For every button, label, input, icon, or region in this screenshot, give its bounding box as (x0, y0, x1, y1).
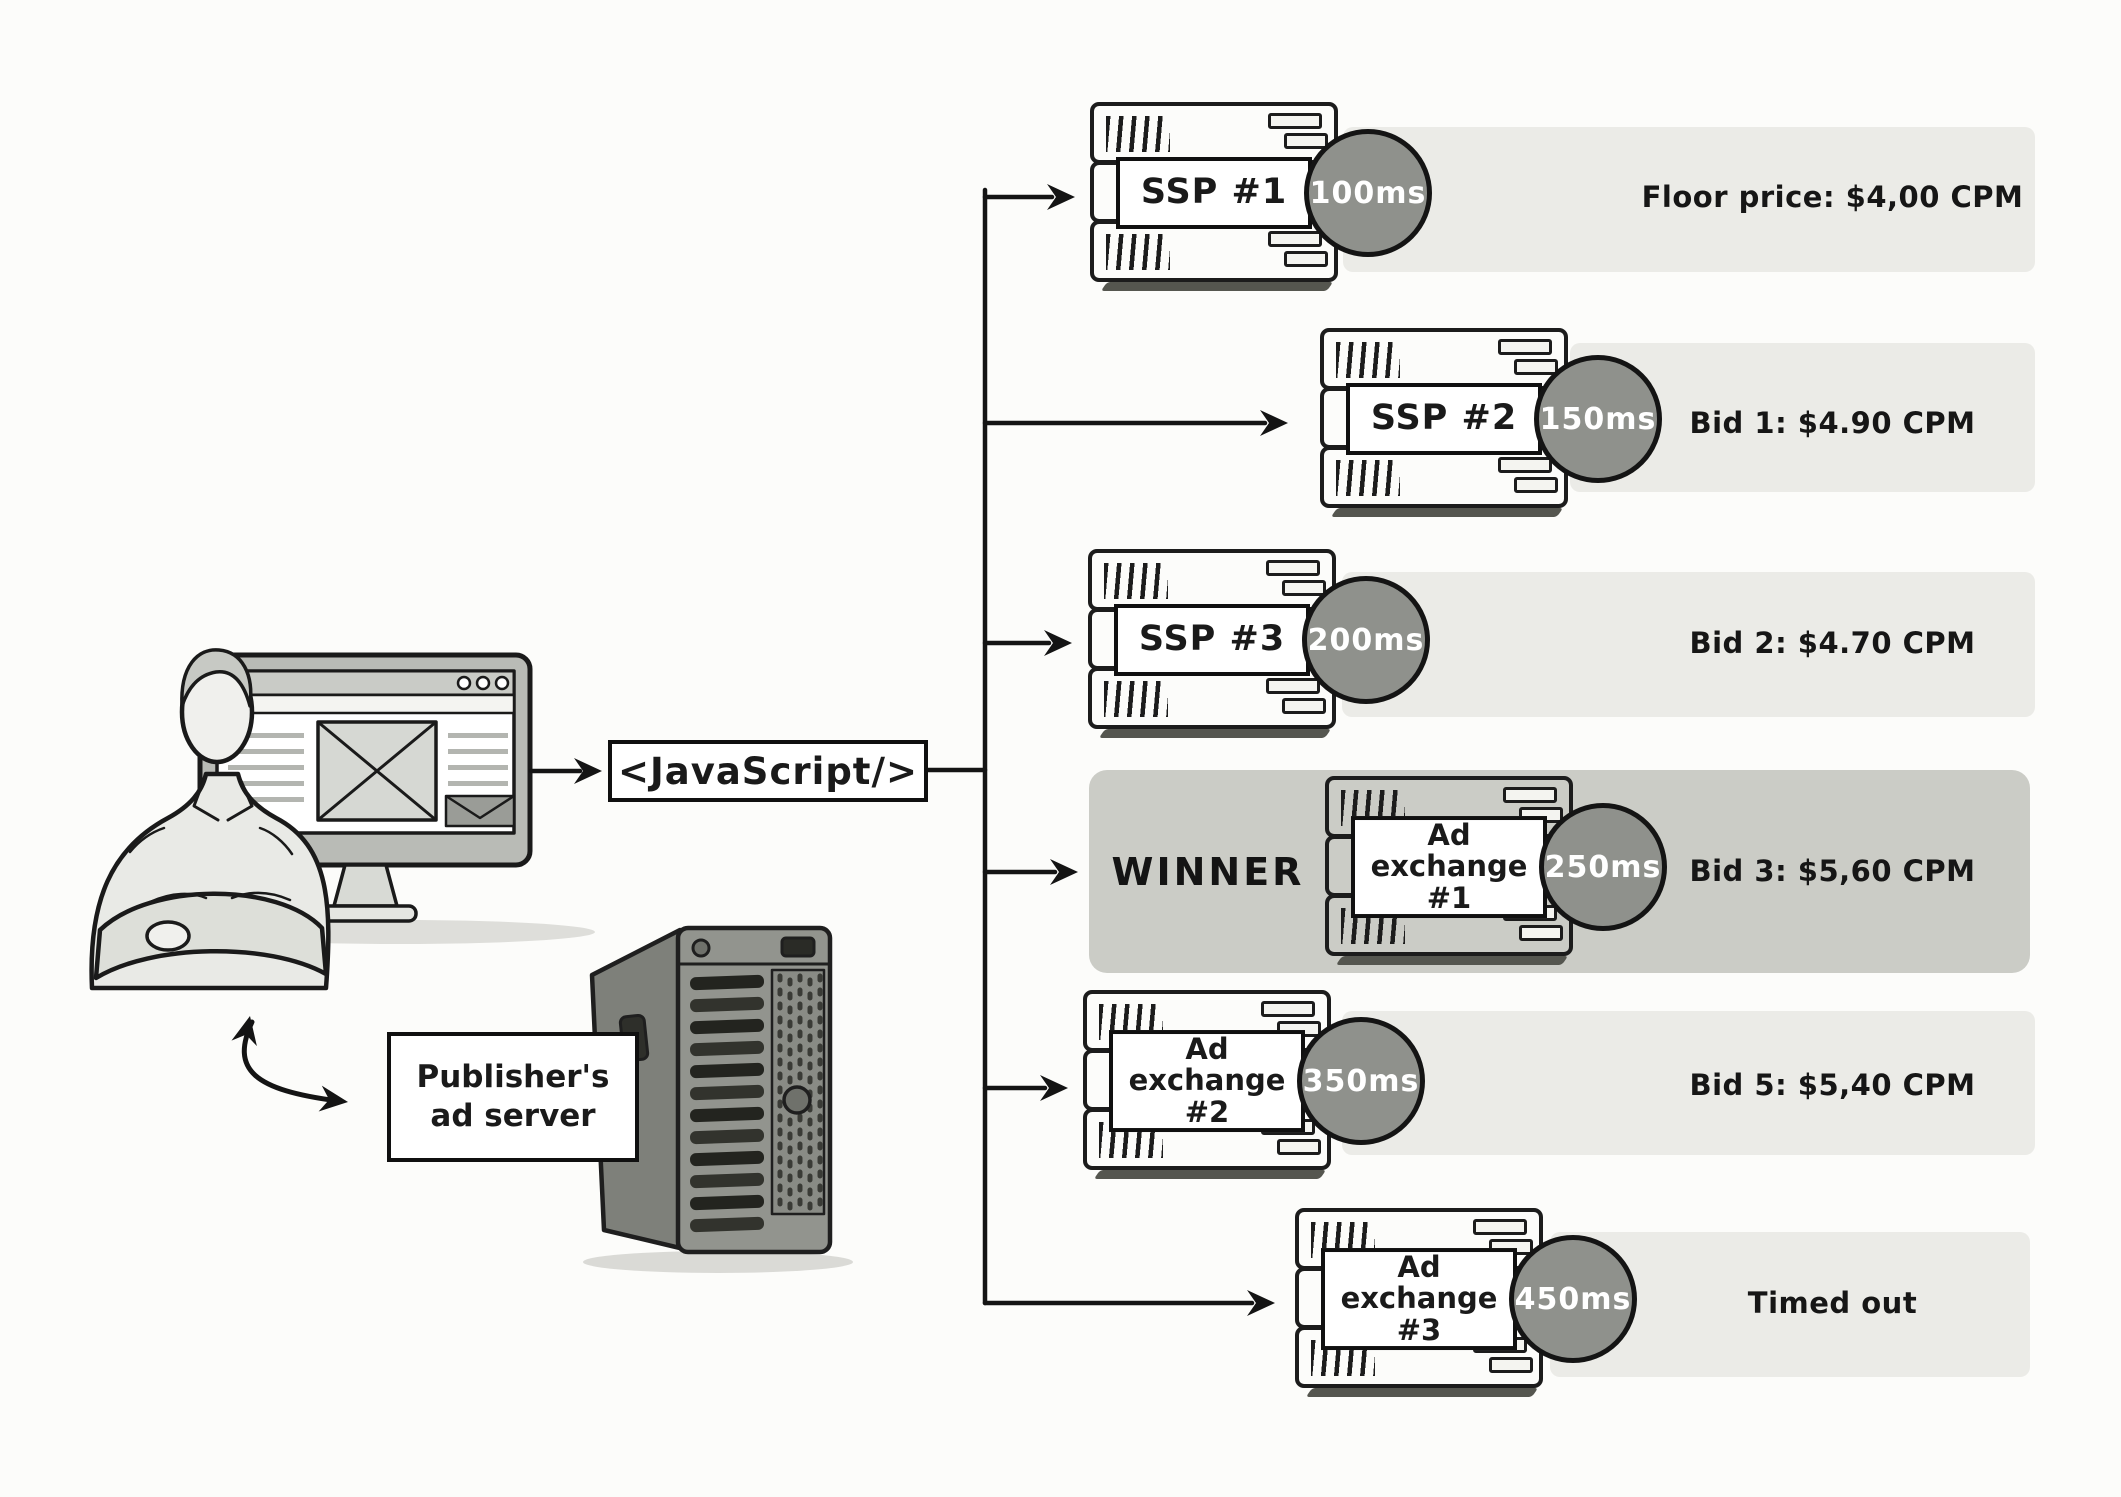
server-drive-bays-icon (1266, 678, 1326, 718)
server-unit (1320, 446, 1568, 508)
rack-server-icon: Ad exchange#1 250ms (1325, 776, 1667, 958)
server-unit (1090, 102, 1338, 164)
server-vents-icon (1336, 342, 1400, 378)
curved-double-arrow-icon (231, 1016, 348, 1112)
branch-arrow-adexchange-1 (982, 859, 1078, 885)
rack-server-icon: Ad exchange#3 450ms (1295, 1208, 1637, 1390)
server-drive-bays-icon (1498, 457, 1558, 497)
bid-result-label: Bid 3: $5,60 CPM (1689, 854, 1976, 888)
latency-badge: 150ms (1534, 355, 1662, 483)
latency-badge: 350ms (1297, 1017, 1425, 1145)
publisher-label-line2: ad server (430, 1098, 596, 1134)
winner-label: WINNER (1111, 850, 1305, 894)
server-vents-icon (1336, 460, 1400, 496)
latency-badge: 100ms (1304, 129, 1432, 257)
tower-power-button (782, 1085, 812, 1115)
bid-result-label: Bid 1: $4.90 CPM (1689, 406, 1976, 440)
rack-server-icon: Ad exchange#2 350ms (1083, 990, 1425, 1172)
row-band (1343, 127, 2035, 272)
server-drive-bays-icon (1268, 231, 1328, 271)
branch-arrow-ssp-2 (982, 410, 1288, 436)
bid-result-label: Bid 5: $5,40 CPM (1689, 1068, 1976, 1102)
row-band (1342, 572, 2035, 717)
bid-result-label: Timed out (1747, 1286, 1918, 1320)
browser-dot-icon (456, 675, 472, 691)
server-drive-bays-icon (1266, 560, 1326, 600)
branch-arrow-ssp-3 (982, 630, 1072, 656)
page-text-lines (228, 733, 508, 802)
server-name-label: Ad exchange#2 (1109, 1030, 1305, 1132)
branch-arrow-ssp-1 (982, 184, 1075, 210)
server-vents-icon (1104, 681, 1168, 717)
tower-vent-slats (690, 974, 765, 1233)
server-name-label: SSP #3 (1114, 604, 1310, 676)
server-unit (1320, 328, 1568, 390)
javascript-tag-label: <JavaScript/> (617, 749, 919, 793)
server-vents-icon (1106, 234, 1170, 270)
server-unit (1088, 549, 1336, 611)
branch-arrow-adexchange-3 (982, 1290, 1275, 1316)
crossed-arms (93, 891, 329, 981)
publisher-label-line1: Publisher's (416, 1059, 610, 1096)
publisher-ad-server-box: Publisher's ad server (387, 1032, 639, 1162)
server-vents-icon (1106, 116, 1170, 152)
bid-result-label: Floor price: $4,00 CPM (1641, 180, 2024, 214)
latency-badge: 450ms (1509, 1235, 1637, 1363)
server-unit (1088, 667, 1336, 729)
tower-shadow (583, 1251, 853, 1273)
server-vents-icon (1104, 563, 1168, 599)
user-at-computer-icon (89, 648, 331, 991)
server-tower-icon (589, 925, 833, 1255)
rack-server-icon: SSP #2 150ms (1320, 328, 1662, 510)
branch-arrow-adexchange-2 (982, 1075, 1068, 1101)
server-name-label: SSP #2 (1346, 383, 1542, 455)
small-ad-placeholder-icon (444, 794, 516, 828)
server-name-label: Ad exchange#1 (1351, 816, 1547, 918)
row-band (1342, 1011, 2035, 1155)
server-drive-bays-icon (1268, 113, 1328, 153)
browser-dot-icon (475, 675, 491, 691)
hand (145, 920, 191, 952)
latency-badge: 200ms (1302, 576, 1430, 704)
monitor-to-javascript-arrow (528, 758, 602, 784)
server-drive-bays-icon (1498, 339, 1558, 379)
javascript-tag-box: <JavaScript/> (608, 740, 928, 802)
tower-drive-bay (780, 936, 816, 958)
server-name-label: Ad exchange#3 (1321, 1248, 1517, 1350)
hair (180, 648, 253, 708)
rack-server-icon: SSP #1 100ms (1090, 102, 1432, 284)
latency-badge: 250ms (1539, 803, 1667, 931)
rack-server-icon: SSP #3 200ms (1088, 549, 1430, 731)
bid-result-label: Bid 2: $4.70 CPM (1689, 626, 1976, 660)
server-name-label: SSP #1 (1116, 157, 1312, 229)
tower-top-button (691, 938, 711, 958)
monitor-with-webpage-icon (197, 652, 533, 923)
browser-dot-icon (494, 675, 510, 691)
server-unit (1090, 220, 1338, 282)
